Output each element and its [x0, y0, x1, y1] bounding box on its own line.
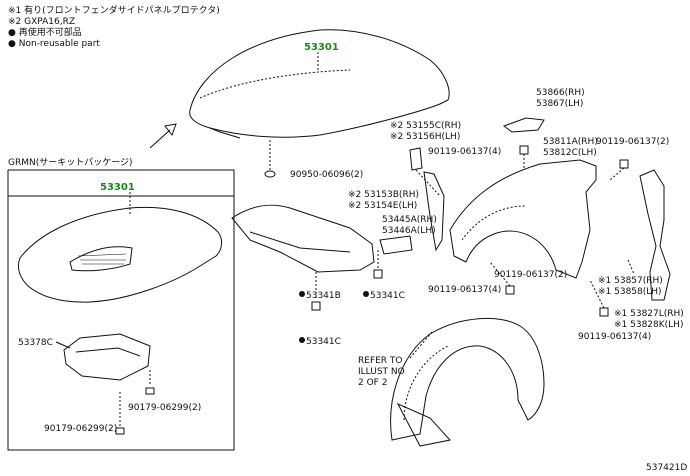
side-panel-protector-outline [639, 169, 671, 301]
part-label-90179-a: 90179-06299(2) [128, 403, 202, 413]
part-label-53867: 53867(LH) [536, 99, 584, 109]
part-label-90179-b: 90179-06299(2) [44, 424, 118, 434]
part-label-53827l: ※1 53827L(RH) [614, 309, 684, 319]
fender-side-seal-outline [379, 235, 413, 255]
grmn-hood-outline [17, 206, 223, 303]
fender-bracket-outline [502, 117, 545, 133]
part-label-53857: ※1 53857(RH) [598, 276, 663, 286]
part-label-90119-d: 90119-06137(4) [428, 285, 502, 295]
legend: ※1 有り(フロントフェンダサイドパネルプロテクタ) ※2 GXPA16,RZ … [8, 6, 220, 50]
fender-liner-outline [390, 317, 545, 441]
part-label-53341c-b: 53341C [306, 337, 341, 347]
part-label-53446a: 53446A(LH) [382, 226, 436, 236]
part-label-53155c: ※2 53155C(RH) [390, 121, 462, 131]
diagram-id: 537421D [646, 463, 688, 473]
part-label-53866: 53866(RH) [536, 88, 585, 98]
part-label-53828k: ※1 53828K(LH) [614, 320, 684, 330]
part-label-53378c: 53378C [18, 338, 53, 348]
grmn-bracket-outline [63, 333, 151, 381]
fender-seal-outline [423, 171, 445, 252]
part-label-90119-a: 90119-06137(4) [428, 147, 502, 157]
part-label-grmn-hood: 53301 [100, 182, 135, 193]
hood-insulator-outline [231, 204, 375, 273]
part-label-53445a: 53445A(RH) [382, 215, 437, 225]
part-label-53812c: 53812C(LH) [543, 148, 597, 158]
fender-bracket-small-outline [409, 147, 423, 171]
part-label-hood: 53301 [304, 42, 339, 53]
part-label-53341c-a: 53341C [370, 291, 405, 301]
part-label-53858: ※1 53858(LH) [598, 287, 662, 297]
legend-note-3: ● 再使用不可部品 [8, 28, 82, 38]
part-label-90119-e: 90119-06137(4) [578, 332, 652, 342]
part-label-53156h: ※2 53156H(LH) [390, 132, 461, 142]
grmn-box [7, 195, 235, 451]
hood-outline [189, 29, 450, 138]
legend-note-1: ※1 有り(フロントフェンダサイドパネルプロテクタ) [8, 6, 220, 16]
part-label-90119-b: 90119-06137(2) [596, 137, 670, 147]
fender-outline [449, 159, 597, 279]
refer-note: REFER TO ILLUST NO 2 OF 2 [358, 356, 405, 388]
legend-note-4: ● Non-reusable part [8, 39, 100, 49]
part-label-53154e: ※2 53154E(LH) [348, 201, 418, 211]
part-label-53153b: ※2 53153B(RH) [348, 190, 419, 200]
part-label-90950: 90950-06096(2) [290, 170, 364, 180]
part-label-90119-c: 90119-06137(2) [494, 270, 568, 280]
part-label-53811a: 53811A(RH) [543, 137, 598, 147]
legend-note-2: ※2 GXPA16,RZ [8, 17, 76, 27]
grmn-title: GRMN(サーキットパッケージ) [8, 158, 133, 168]
pointer-arrow-icon [149, 123, 177, 149]
part-label-53341b: 53341B [306, 291, 341, 301]
